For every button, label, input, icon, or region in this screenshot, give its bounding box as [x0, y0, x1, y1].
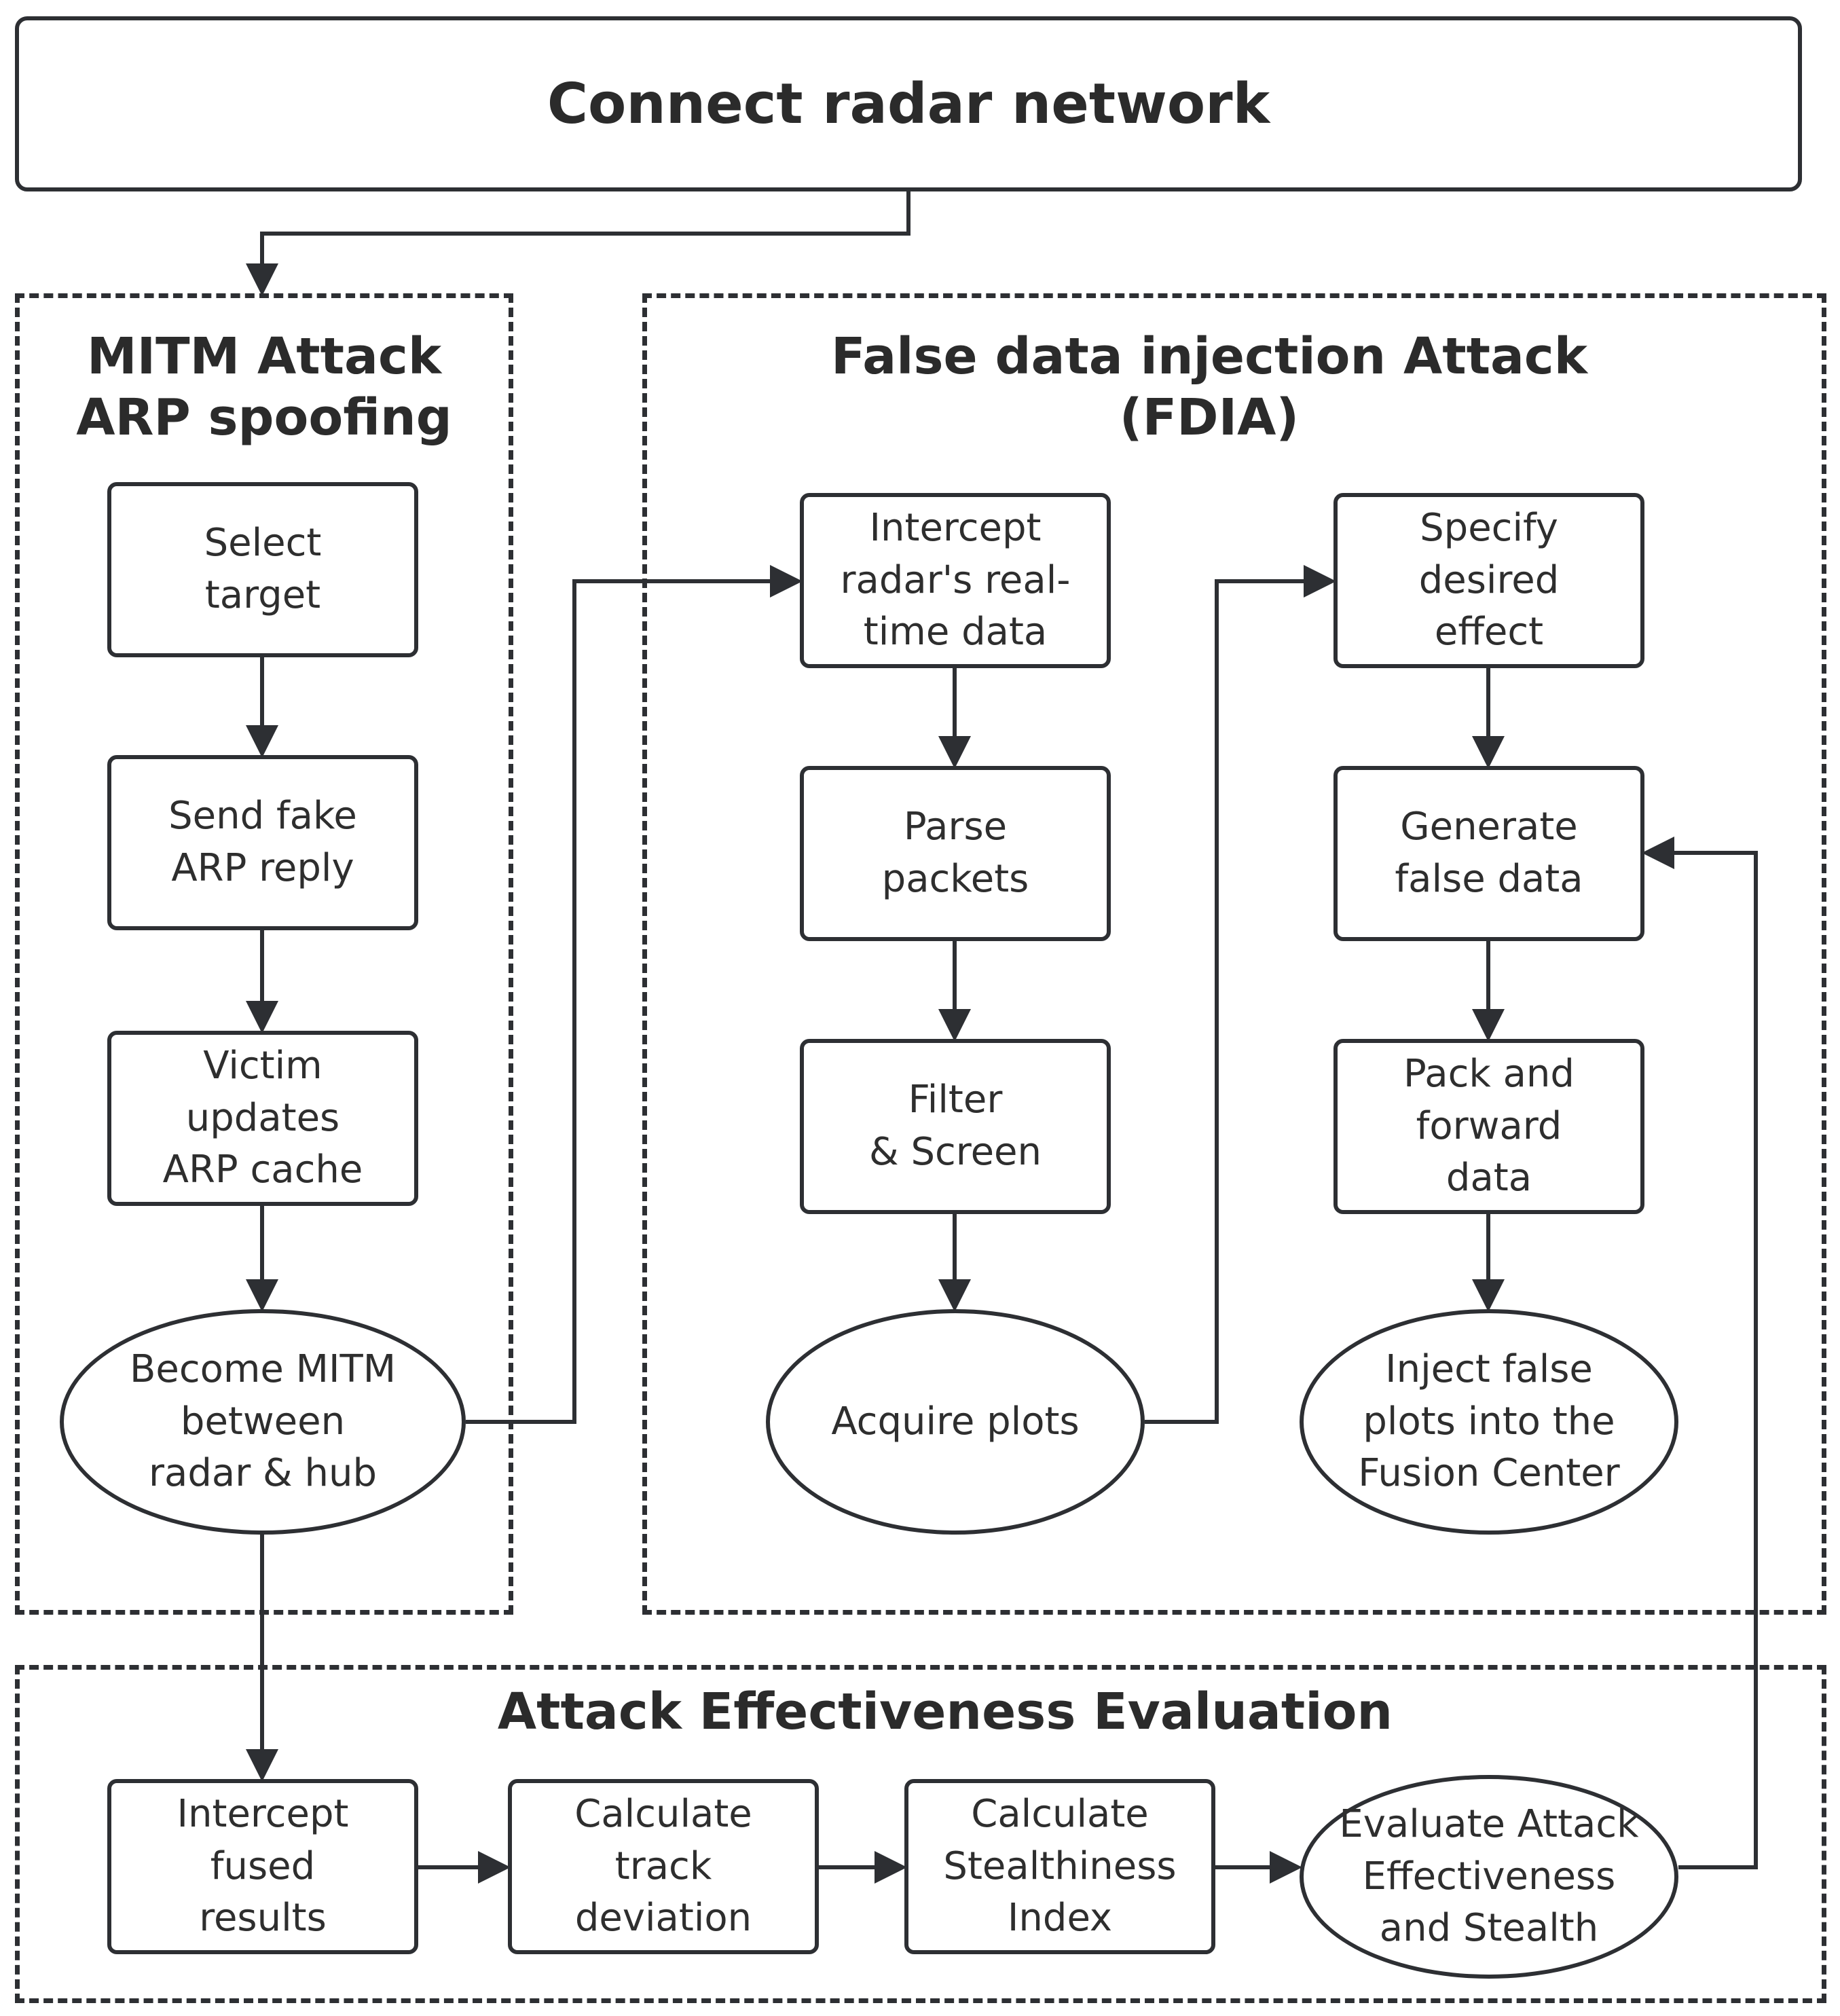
filter-screen-label: Filter & Screen: [869, 1078, 1042, 1174]
specify-effect-label: Specify desired effect: [1418, 505, 1560, 655]
pack-forward-label: Pack and forward data: [1403, 1051, 1575, 1201]
acquire-plots-node: Acquire plots: [766, 1309, 1145, 1535]
evaluate-label: Evaluate Attack Effectiveness and Stealt…: [1339, 1801, 1639, 1951]
calc-track-label: Calculate track deviation: [574, 1791, 752, 1941]
generate-false-label: Generate false data: [1395, 805, 1583, 901]
parse-packets-node: Parse packets: [800, 766, 1111, 941]
arrow-acquire-to-specify: [1145, 565, 1336, 1424]
filter-screen-node: Filter & Screen: [800, 1039, 1111, 1214]
connect-radar-network-box: Connect radar network: [15, 16, 1802, 191]
mitm-group-title: MITM Attack ARP spoofing: [76, 327, 452, 447]
send-fake-arp-node: Send fake ARP reply: [107, 755, 418, 930]
parse-packets-label: Parse packets: [881, 805, 1029, 901]
fdia-group: [642, 293, 1826, 1615]
calc-stealth-node: Calculate Stealthiness Index: [904, 1779, 1215, 1954]
become-mitm-label: Become MITM between radar & hub: [129, 1346, 397, 1496]
victim-updates-node: Victim updates ARP cache: [107, 1031, 418, 1206]
acquire-plots-label: Acquire plots: [831, 1399, 1080, 1444]
generate-false-node: Generate false data: [1333, 766, 1644, 941]
select-target-label: Select target: [204, 521, 322, 617]
specify-effect-node: Specify desired effect: [1333, 493, 1644, 668]
become-mitm-node: Become MITM between radar & hub: [60, 1309, 466, 1535]
fdia-group-title: False data injection Attack (FDIA): [830, 327, 1587, 447]
inject-false-label: Inject false plots into the Fusion Cente…: [1358, 1346, 1620, 1496]
victim-updates-label: Victim updates ARP cache: [162, 1043, 363, 1192]
arrow-header-to-mitm: [246, 191, 910, 296]
intercept-realtime-node: Intercept radar's real- time data: [800, 493, 1111, 668]
send-fake-arp-label: Send fake ARP reply: [168, 794, 357, 890]
evaluate-node: Evaluate Attack Effectiveness and Stealt…: [1300, 1775, 1678, 1979]
arrow-evaluate-to-generate: [1642, 837, 1758, 1869]
header-title: Connect radar network: [547, 71, 1270, 136]
intercept-fused-label: Intercept fused results: [177, 1791, 349, 1941]
arrow-become-to-intercept: [466, 565, 803, 1424]
intercept-fused-node: Intercept fused results: [107, 1779, 418, 1954]
inject-false-node: Inject false plots into the Fusion Cente…: [1300, 1309, 1678, 1535]
select-target-node: Select target: [107, 482, 418, 657]
calc-track-node: Calculate track deviation: [508, 1779, 819, 1954]
calc-stealth-label: Calculate Stealthiness Index: [943, 1791, 1177, 1941]
pack-forward-node: Pack and forward data: [1333, 1039, 1644, 1214]
intercept-realtime-label: Intercept radar's real- time data: [840, 505, 1071, 655]
evaluation-group-title: Attack Effectiveness Evaluation: [497, 1683, 1393, 1741]
evaluation-group: [15, 1665, 1826, 2003]
